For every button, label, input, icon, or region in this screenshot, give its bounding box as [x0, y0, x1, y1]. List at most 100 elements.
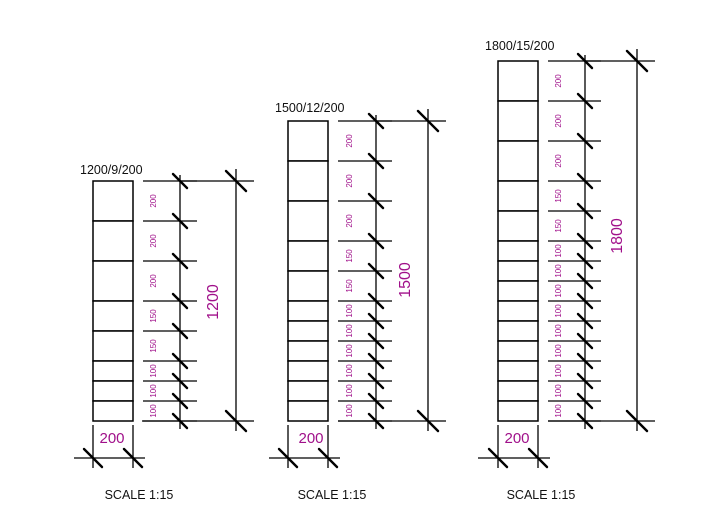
- dimension-tick: [171, 292, 189, 310]
- ladder-title: 1500/12/200: [275, 101, 345, 115]
- total-dimension: [142, 169, 254, 433]
- segment-dimension-label: 200: [149, 234, 158, 248]
- dimension-tick: [367, 392, 385, 410]
- dimension-tick: [576, 332, 594, 350]
- dimension-tick: [576, 252, 594, 270]
- ladder-title: 1800/15/200: [485, 39, 555, 53]
- ladder-block: [287, 240, 329, 272]
- ladder-block: [287, 320, 329, 342]
- segment-dimension-label: 100: [149, 384, 158, 398]
- dimension-tick: [224, 169, 248, 193]
- dimension-tick: [367, 312, 385, 330]
- ladder-block: [287, 160, 329, 202]
- dimension-tick: [122, 447, 144, 469]
- ladder-block: [287, 340, 329, 362]
- ladder-block: [497, 320, 539, 342]
- ladder-block: [92, 330, 134, 362]
- segment-dimension-label: 200: [554, 114, 563, 128]
- ladder-block: [497, 260, 539, 282]
- segment-dimension-label: 100: [554, 324, 563, 338]
- dimension-tick: [576, 272, 594, 290]
- ladder-block: [497, 140, 539, 182]
- segment-dimension-label: 200: [149, 274, 158, 288]
- segment-dimension-label: 100: [345, 404, 354, 418]
- segment-dimension-label: 100: [554, 264, 563, 278]
- total-height-label: 1800: [609, 218, 626, 254]
- dimension-tick: [171, 322, 189, 340]
- width-dimension-lines: [74, 425, 550, 469]
- ladder-1800: 2002002001501501001001001001001001001001…: [497, 49, 655, 433]
- segment-dimension-label: 100: [554, 244, 563, 258]
- dimension-tick: [625, 49, 649, 73]
- segment-dimension-label: 200: [345, 134, 354, 148]
- total-dimension: [338, 109, 446, 433]
- scale-label: SCALE 1:15: [507, 488, 576, 502]
- segment-dimension-label: 200: [149, 194, 158, 208]
- segment-dimension-label: 150: [149, 339, 158, 353]
- segment-dimension-label: 200: [554, 74, 563, 88]
- ladder-block: [497, 400, 539, 422]
- dimension-tick: [82, 447, 104, 469]
- segment-dimension-label: 100: [554, 344, 563, 358]
- dimension-tick: [576, 292, 594, 310]
- dimension-tick: [576, 352, 594, 370]
- segment-dimension-label: 200: [345, 214, 354, 228]
- segment-dimension-label: 150: [554, 219, 563, 233]
- ladder-block: [287, 120, 329, 162]
- ladder-block: [497, 210, 539, 242]
- dimension-tick: [171, 392, 189, 410]
- segment-dimension-label: 100: [345, 384, 354, 398]
- dimension-tick: [367, 192, 385, 210]
- ladder-block: [497, 180, 539, 212]
- dimension-tick: [317, 447, 339, 469]
- segment-dimension-label: 100: [345, 364, 354, 378]
- dimension-tick: [171, 212, 189, 230]
- ladder-block: [497, 60, 539, 102]
- ladder-block: [287, 380, 329, 402]
- ladder-block: [92, 360, 134, 382]
- segment-dimension-label: 200: [554, 154, 563, 168]
- ladder-block: [92, 220, 134, 262]
- total-height-label: 1200: [205, 284, 222, 320]
- width-label: 200: [298, 430, 323, 447]
- dimension-tick: [576, 372, 594, 390]
- scale-label: SCALE 1:15: [105, 488, 174, 502]
- dimension-tick: [487, 447, 509, 469]
- dimension-tick: [171, 252, 189, 270]
- dimension-tick: [416, 409, 440, 433]
- dimension-tick: [416, 109, 440, 133]
- ladder-block: [287, 400, 329, 422]
- segment-dimension-label: 150: [345, 249, 354, 263]
- dimension-tick: [171, 352, 189, 370]
- ladder-block: [287, 300, 329, 322]
- dimension-tick: [576, 202, 594, 220]
- dimension-tick: [576, 132, 594, 150]
- segment-dimension-label: 100: [345, 324, 354, 338]
- dimension-tick: [367, 292, 385, 310]
- dimension-tick: [277, 447, 299, 469]
- dimension-tick: [224, 409, 248, 433]
- dimension-tick: [576, 312, 594, 330]
- ladder-block: [287, 200, 329, 242]
- ladder-blocks: [287, 120, 329, 422]
- ladder-blocks: [497, 60, 539, 422]
- ladder-block: [497, 280, 539, 302]
- ladder-block: [497, 360, 539, 382]
- dimension-tick: [625, 409, 649, 433]
- segment-dimension-label: 100: [554, 304, 563, 318]
- ladder-block: [497, 300, 539, 322]
- segment-dimension-label: 100: [345, 304, 354, 318]
- ladder-block: [92, 260, 134, 302]
- dimension-tick: [367, 372, 385, 390]
- ladder-block: [497, 240, 539, 262]
- dimension-tick: [367, 352, 385, 370]
- ladder-block: [497, 340, 539, 362]
- ladder-block: [497, 100, 539, 142]
- segment-dimension-label: 150: [149, 309, 158, 323]
- segment-dimension-label: 100: [149, 364, 158, 378]
- segment-dimension-label: 150: [554, 189, 563, 203]
- ladder-blocks: [92, 180, 134, 422]
